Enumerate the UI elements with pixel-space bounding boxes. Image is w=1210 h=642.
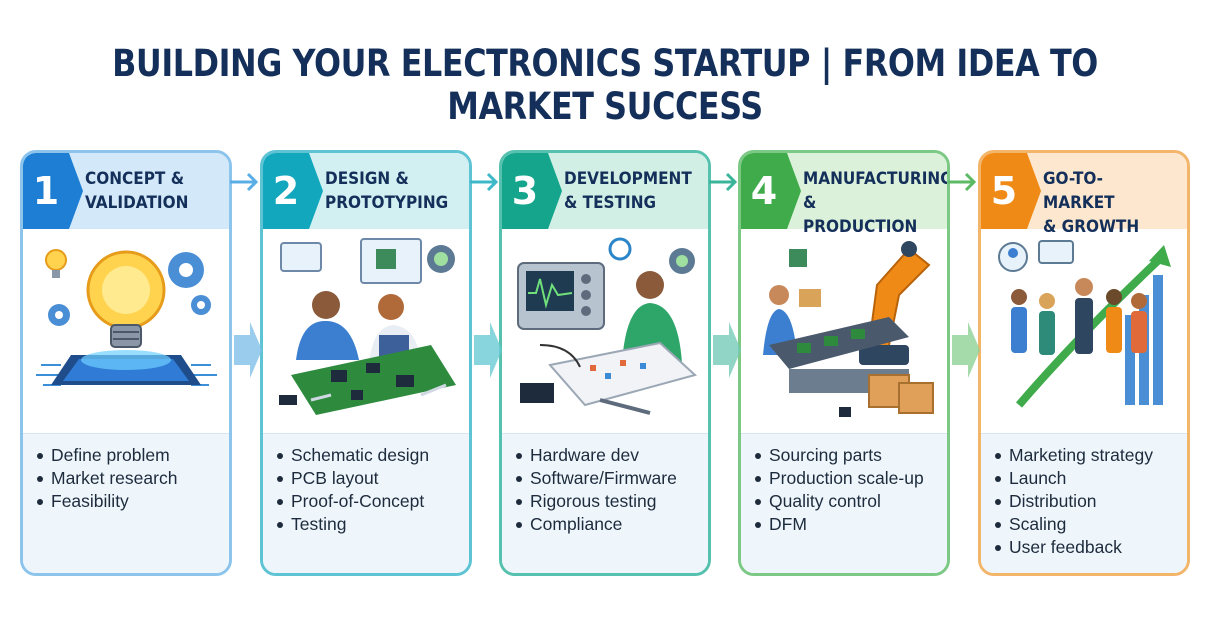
stage-title-line1: CONCEPT & bbox=[85, 169, 185, 189]
stage-items: Hardware dev Software/Firmware Rigorous … bbox=[502, 433, 708, 573]
oscilloscope-breadboard-icon bbox=[517, 237, 698, 415]
robot-arm-conveyor-icon bbox=[763, 241, 934, 417]
stage-title-line1: DESIGN & bbox=[325, 169, 409, 189]
list-item: Launch bbox=[995, 467, 1187, 490]
page-title: BUILDING YOUR ELECTRONICS STARTUP | FROM… bbox=[112, 42, 1098, 128]
engineers-pcb-icon bbox=[279, 238, 456, 415]
stage-title: MANUFACTURING & PRODUCTION bbox=[803, 167, 950, 239]
stage-title: DEVELOPMENT & TESTING bbox=[564, 167, 692, 215]
stage-number: 1 bbox=[23, 153, 83, 229]
stage-title: CONCEPT & VALIDATION bbox=[85, 167, 209, 215]
stage-title-line1: DEVELOPMENT bbox=[564, 169, 692, 189]
stage-title: GO-TO-MARKET & GROWTH bbox=[1043, 167, 1167, 239]
arrow-2-3-icon bbox=[470, 172, 502, 378]
stage-title-line1: MANUFACTURING bbox=[803, 169, 950, 189]
stage-header: 4 MANUFACTURING & PRODUCTION bbox=[741, 153, 947, 237]
list-item: Define problem bbox=[37, 444, 229, 467]
stage-manufacturing-production: 4 MANUFACTURING & PRODUCTION Sourcing pa… bbox=[738, 150, 950, 576]
list-item: Scaling bbox=[995, 513, 1187, 536]
list-item: DFM bbox=[755, 513, 947, 536]
stage-development-testing: 3 DEVELOPMENT & TESTING Hardware dev Sof… bbox=[499, 150, 711, 576]
stage-number: 2 bbox=[263, 153, 323, 229]
team-growth-chart-icon bbox=[998, 240, 1171, 425]
list-item: Sourcing parts bbox=[755, 444, 947, 467]
list-item: PCB layout bbox=[277, 467, 469, 490]
stage-header: 1 CONCEPT & VALIDATION bbox=[23, 153, 229, 229]
list-item: Proof-of-Concept bbox=[277, 490, 469, 513]
stage-title-line2: VALIDATION bbox=[85, 193, 189, 213]
stage-items: Schematic design PCB layout Proof-of-Con… bbox=[263, 433, 469, 573]
stage-header: 2 DESIGN & PROTOTYPING bbox=[263, 153, 469, 229]
list-item: Market research bbox=[37, 467, 229, 490]
list-item: Feasibility bbox=[37, 490, 229, 513]
arrow-4-5-icon bbox=[948, 172, 980, 378]
stage-header: 3 DEVELOPMENT & TESTING bbox=[502, 153, 708, 229]
list-item: Testing bbox=[277, 513, 469, 536]
list-item: Compliance bbox=[516, 513, 708, 536]
stage-title-line2: PROTOTYPING bbox=[325, 193, 449, 213]
list-item: Software/Firmware bbox=[516, 467, 708, 490]
stage-number: 5 bbox=[981, 153, 1041, 229]
list-item: User feedback bbox=[995, 536, 1187, 559]
lightbulb-chip-gears-icon bbox=[36, 249, 217, 386]
list-item: Distribution bbox=[995, 490, 1187, 513]
stage-title: DESIGN & PROTOTYPING bbox=[325, 167, 449, 215]
stage-items: Define problem Market research Feasibili… bbox=[23, 433, 229, 573]
stage-title-line2: & GROWTH bbox=[1043, 217, 1140, 237]
stage-title-line2: & PRODUCTION bbox=[803, 193, 918, 237]
list-item: Hardware dev bbox=[516, 444, 708, 467]
stage-header: 5 GO-TO-MARKET & GROWTH bbox=[981, 153, 1187, 237]
stage-design-prototyping: 2 DESIGN & PROTOTYPING Schematic design … bbox=[260, 150, 472, 576]
list-item: Schematic design bbox=[277, 444, 469, 467]
stage-number: 4 bbox=[741, 153, 801, 229]
list-item: Production scale-up bbox=[755, 467, 947, 490]
stage-items: Sourcing parts Production scale-up Quali… bbox=[741, 433, 947, 573]
list-item: Quality control bbox=[755, 490, 947, 513]
stage-title-line2: & TESTING bbox=[564, 193, 657, 213]
stage-go-to-market-growth: 5 GO-TO-MARKET & GROWTH Marketing strate… bbox=[978, 150, 1190, 576]
arrow-3-4-icon bbox=[709, 172, 741, 378]
list-item: Marketing strategy bbox=[995, 444, 1187, 467]
list-item: Rigorous testing bbox=[516, 490, 708, 513]
stage-concept-validation: 1 CONCEPT & VALIDATION Define problem Ma… bbox=[20, 150, 232, 576]
arrow-1-2-icon bbox=[230, 172, 262, 378]
stage-items: Marketing strategy Launch Distribution S… bbox=[981, 433, 1187, 573]
stage-number: 3 bbox=[502, 153, 562, 229]
stage-title-line1: GO-TO-MARKET bbox=[1043, 169, 1115, 213]
